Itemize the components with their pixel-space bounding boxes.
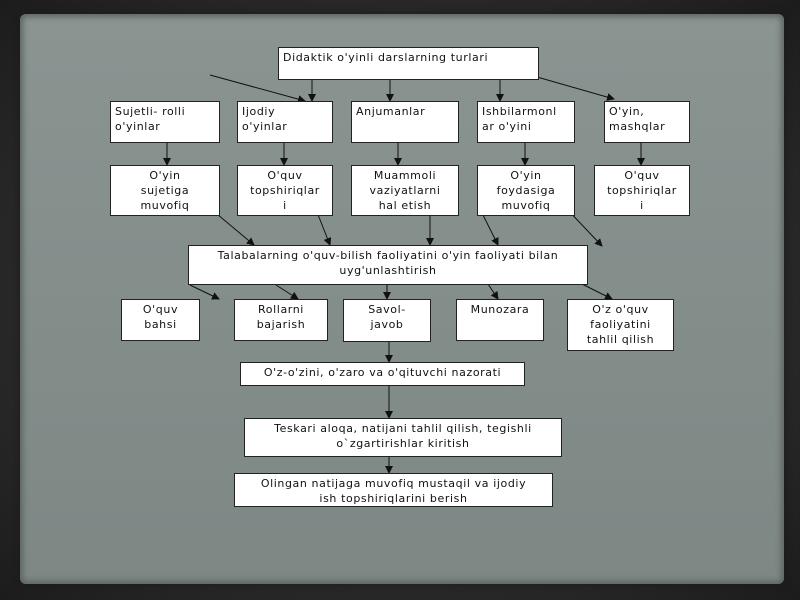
activity-box-discussion: Munozara <box>456 299 544 341</box>
subtype-box-game-benefit: O'yin foydasiga muvofiq <box>477 165 575 216</box>
subtype-box-plot: O'yin sujetiga muvofiq <box>110 165 220 216</box>
activity-box-role-performance: Rollarni bajarish <box>234 299 328 341</box>
subtype-box-study-tasks: O'quv topshiriqlar i <box>237 165 333 216</box>
diagram-title: Didaktik o'yinli darslarning turlari <box>278 47 539 80</box>
type-box-business-game: Ishbilarmonl ar o'yini <box>477 101 575 143</box>
control-box: O'z-o'zini, o'zaro va o'qituvchi nazorat… <box>240 362 525 386</box>
activity-box-debate: O'quv bahsi <box>121 299 200 341</box>
type-box-role-play: Sujetli- rolli o'yinlar <box>110 101 220 143</box>
type-box-conferences: Anjumanlar <box>351 101 459 143</box>
integration-box: Talabalarning o'quv-bilish faoliyatini o… <box>188 245 588 285</box>
activity-box-question-answer: Savol- javob <box>343 299 431 342</box>
final-box: Olingan natijaga muvofiq mustaqil va ijo… <box>234 473 553 507</box>
type-box-exercises: O'yin, mashqlar <box>604 101 690 143</box>
activity-box-self-analysis: O'z o'quv faoliyatini tahlil qilish <box>567 299 674 351</box>
subtype-box-problem-solving: Muammoli vaziyatlarni hal etish <box>351 165 459 216</box>
type-box-creative: Ijodiy o'yinlar <box>237 101 333 143</box>
feedback-box: Teskari aloqa, natijani tahlil qilish, t… <box>244 418 562 457</box>
subtype-box-study-tasks-2: O'quv topshiriqlar i <box>594 165 690 216</box>
